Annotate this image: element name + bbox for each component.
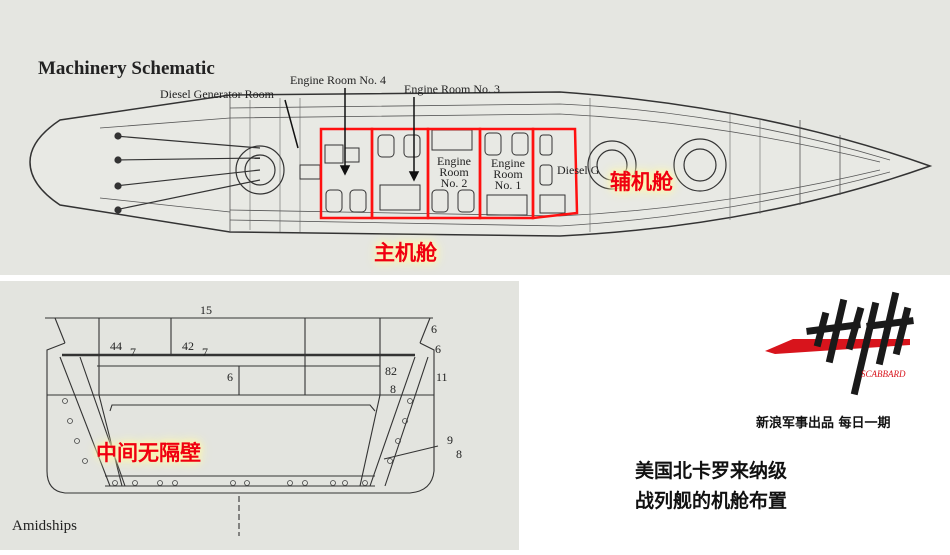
svg-text:SCABBARD: SCABBARD [861,369,906,379]
svg-text:Room: Room [493,167,523,181]
svg-text:No. 1: No. 1 [495,178,522,192]
svg-text:6: 6 [435,342,441,356]
svg-text:8: 8 [456,447,462,461]
svg-text:9: 9 [447,433,453,447]
label-diesel-generator-room: Diesel Generator Room [160,87,275,101]
lightening-holes [62,398,413,486]
svg-text:6: 6 [431,322,437,336]
label-diesel-g: Diesel G [557,163,600,177]
engine-room-highlights [319,127,579,220]
label-engine-room-3: Engine Room No. 3 [404,82,500,96]
svg-text:8: 8 [390,382,396,396]
svg-text:44: 44 [110,339,122,353]
svg-text:6: 6 [227,370,233,384]
svg-text:Room: Room [439,165,469,179]
brand-panel: SCABBARD 新浪军事出品 每日一期 美国北卡罗来纳级 战列舰的机舱布置 [525,281,950,550]
main-machinery-label: 主机舱 [374,241,437,265]
amidships-label: Amidships [12,518,77,534]
label-engine-room-1: Engine Room No. 1 [491,156,525,192]
machinery-schematic-panel: Machinery Schematic [0,0,950,275]
machinery-units [299,129,566,216]
schematic-title: Machinery Schematic [38,58,215,79]
auxiliary-machinery-label: 辅机舱 [610,170,673,194]
deck-lines [99,95,891,232]
caption-line-2: 战列舰的机舱布置 [635,490,788,512]
svg-text:15: 15 [200,303,212,317]
frame-lines [249,98,761,232]
label-arrows [284,88,420,182]
svg-text:Engine: Engine [437,154,471,168]
svg-text:11: 11 [436,370,448,384]
svg-text:42: 42 [182,339,194,353]
ship-plan-drawing: Machinery Schematic [29,58,933,237]
diesel-room-box [531,127,579,220]
no-bulkhead-label: 中间无隔壁 [96,441,201,465]
label-engine-room-2: Engine Room No. 2 [437,154,471,190]
svg-text:7: 7 [130,345,136,359]
label-engine-room-4: Engine Room No. 4 [290,73,386,87]
scabbard-logo: SCABBARD [765,291,914,396]
svg-text:82: 82 [385,364,397,378]
brand-tagline: 新浪军事出品 每日一期 [756,416,891,431]
svg-text:Engine: Engine [491,156,525,170]
svg-text:No. 2: No. 2 [441,176,468,190]
turrets [235,138,727,195]
svg-text:7: 7 [202,345,208,359]
caption-line-1: 美国北卡罗来纳级 [635,460,788,482]
